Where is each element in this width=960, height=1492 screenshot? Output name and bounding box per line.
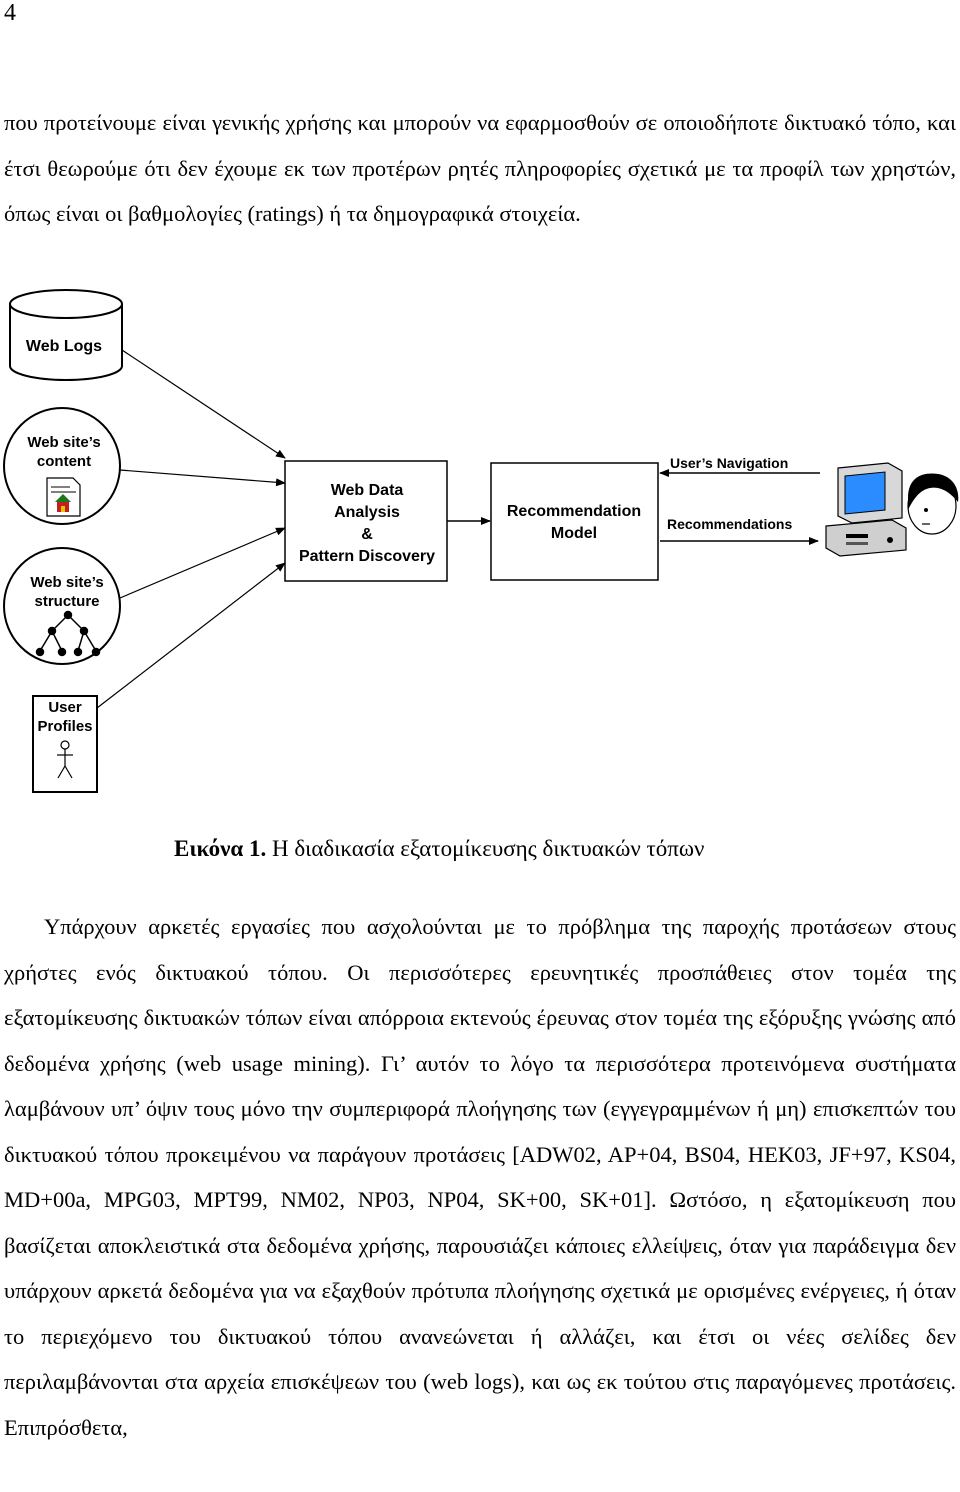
figure-caption: Εικόνα 1. Η διαδικασία εξατομίκευσης δικ… <box>174 836 704 862</box>
person-icon <box>57 740 73 779</box>
structure-to-analysis-arrow <box>119 527 286 599</box>
model-label-1: Recommendation <box>507 503 641 520</box>
recommendation-model-box: Recommendation Model <box>490 462 659 581</box>
computer-icon <box>825 462 907 557</box>
body-paragraph: Υπάρχουν αρκετές εργασίες που ασχολούντα… <box>4 914 956 1440</box>
page-number: 4 <box>4 0 16 26</box>
content-to-analysis-arrow <box>119 469 286 487</box>
content-label-1: Web site’s <box>27 434 100 451</box>
analysis-label-1: Web Data <box>331 482 404 499</box>
structure-label-2: structure <box>34 593 99 610</box>
profiles-label-1: User <box>48 699 82 716</box>
site-structure-node: Web site’s structure <box>3 547 121 665</box>
model-label-2: Model <box>551 525 597 542</box>
analysis-label-4: Pattern Discovery <box>299 548 435 565</box>
user-navigation-label: User’s Navigation <box>670 455 788 471</box>
profiles-label-2: Profiles <box>37 718 92 735</box>
logs-to-analysis-arrow <box>121 349 286 459</box>
recommendations-label: Recommendations <box>667 516 792 532</box>
profiles-to-analysis-arrow <box>96 562 286 709</box>
analysis-label-3: & <box>361 526 373 543</box>
personalization-process-diagram: Web Logs Web site’s content Web site’s s… <box>3 289 959 793</box>
tree-icon <box>35 610 101 657</box>
figure-label: Εικόνα 1. <box>174 836 267 861</box>
content-label-2: content <box>37 453 91 470</box>
web-logs-label: Web Logs <box>26 338 102 355</box>
user-profiles-node: User Profiles <box>32 695 98 793</box>
user-avatar-icon <box>907 473 959 535</box>
intro-paragraph: που προτείνουμε είναι γενικής χρήσης και… <box>4 110 956 226</box>
analysis-box: Web Data Analysis & Pattern Discovery <box>284 460 448 582</box>
figure-caption-text: Η διαδικασία εξατομίκευσης δικτυακών τόπ… <box>266 836 705 861</box>
document-icon <box>46 477 81 517</box>
analysis-label-2: Analysis <box>334 504 400 521</box>
site-content-node: Web site’s content <box>3 407 121 525</box>
structure-label-1: Web site’s <box>30 574 103 591</box>
web-logs-database: Web Logs <box>9 289 123 381</box>
